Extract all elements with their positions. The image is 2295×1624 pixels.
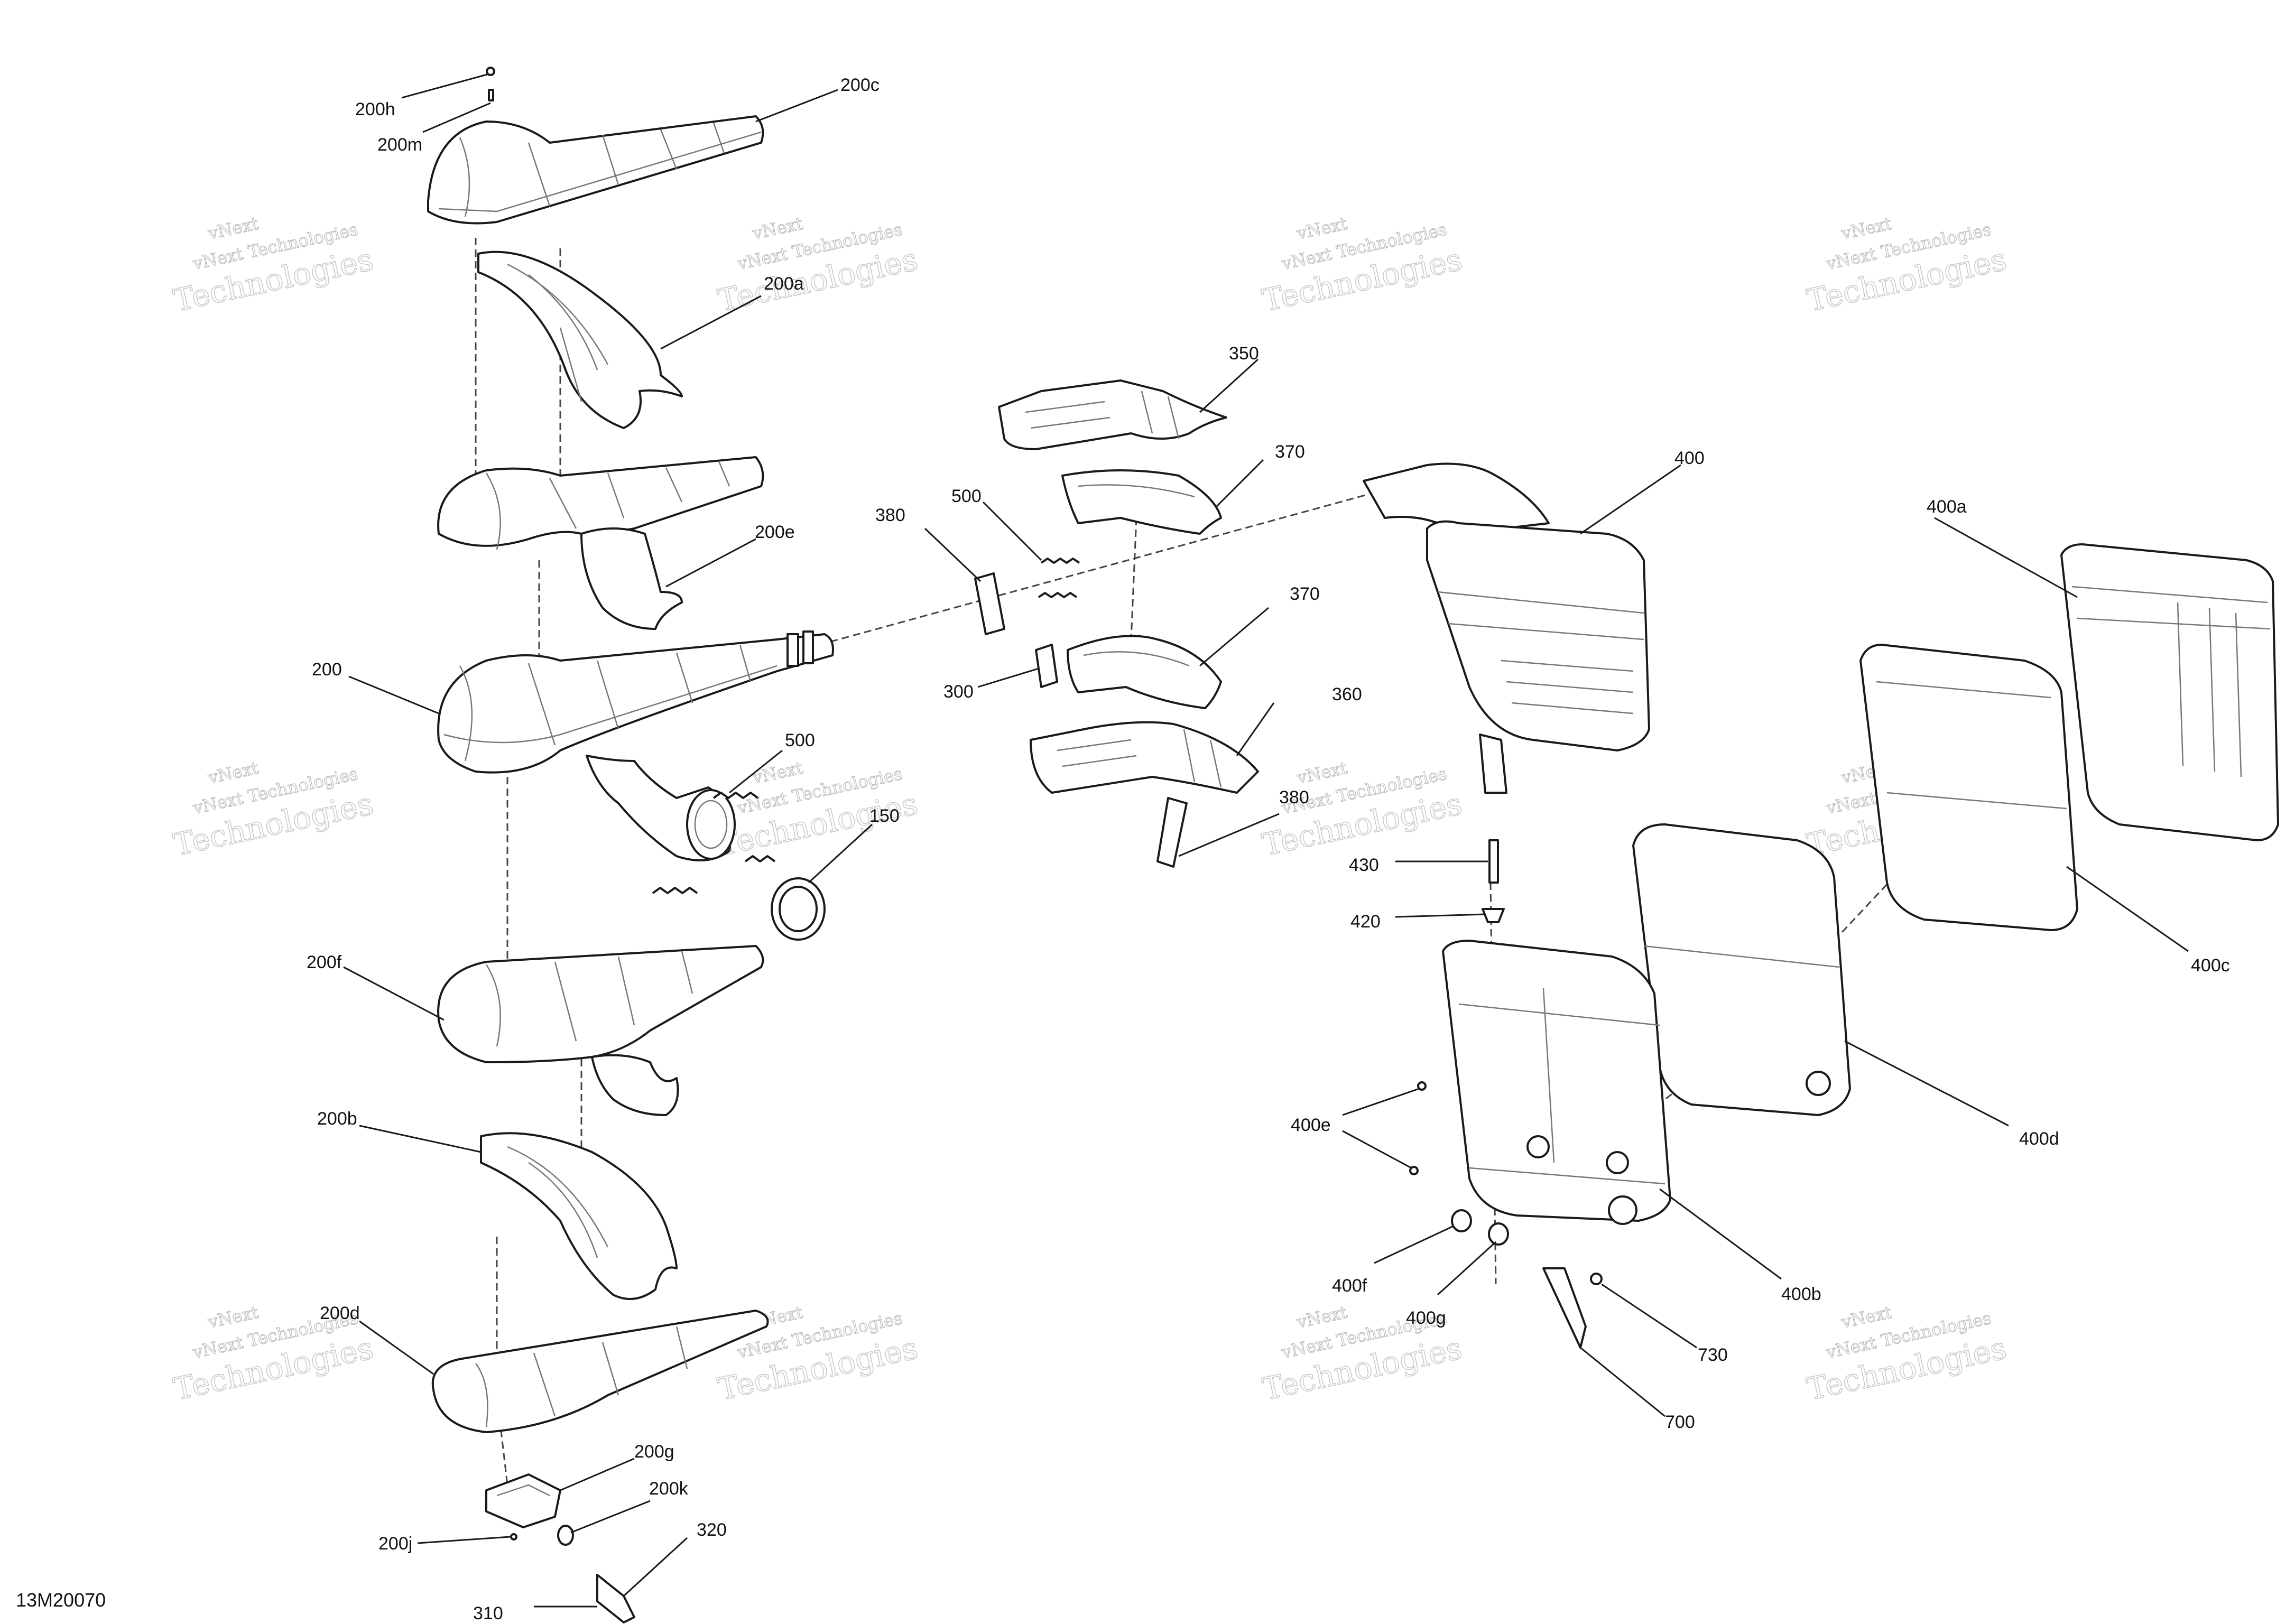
part-200a-shield-half: [477, 250, 683, 429]
leader-lines: [343, 73, 2189, 1608]
watermark: vNext vNext Technologies Technologies: [715, 757, 921, 863]
part-150-ring: [771, 877, 826, 941]
drawing-code: 13M20070: [16, 1589, 106, 1611]
callout-310: 310: [473, 1603, 503, 1623]
callout-400: 400: [1674, 448, 1705, 468]
part-400c-cover: [1859, 644, 2078, 931]
part-200c-upper-shield: [427, 67, 764, 225]
callout-200e: 200e: [755, 522, 795, 542]
callout-200c: 200c: [840, 75, 880, 95]
callout-400f: 400f: [1332, 1276, 1367, 1296]
callout-430: 430: [1349, 855, 1379, 875]
watermark-line1: vNext: [1839, 214, 1893, 244]
callout-200m: 200m: [377, 135, 422, 155]
callout-labels: 200h 200m 200c 200a 200e 200 200f 200b 2…: [307, 75, 2230, 1623]
callout-400d: 400d: [2019, 1129, 2059, 1149]
callout-200k: 200k: [649, 1479, 689, 1499]
watermark-line1: vNext: [1294, 1302, 1349, 1332]
callout-350: 350: [1229, 344, 1259, 364]
callout-380-lower: 380: [1279, 787, 1309, 808]
callout-200b: 200b: [317, 1109, 357, 1129]
part-200-tuned-pipe: [437, 630, 834, 894]
watermark: vNext vNext Technologies Technologies: [170, 757, 377, 863]
muffler-hardware: [1409, 839, 1603, 1349]
watermark-line1: vNext: [1294, 214, 1349, 244]
callout-200h: 200h: [355, 99, 395, 119]
callout-420: 420: [1350, 912, 1381, 932]
part-400a-cover: [2060, 543, 2279, 841]
callout-370-lower: 370: [1290, 584, 1320, 604]
callout-360: 360: [1332, 684, 1362, 704]
part-350-heat-guard: [998, 379, 1227, 450]
watermark: vNext vNext Technologies Technologies: [1259, 1302, 1466, 1407]
watermark-line1: vNext: [1294, 758, 1349, 788]
watermark-line1: vNext: [206, 758, 260, 788]
part-200d-bottom-shield: [431, 1310, 769, 1433]
callout-380-upper: 380: [875, 505, 905, 525]
part-370-lower: [1067, 635, 1222, 709]
watermarks: vNext vNext Technologies Technologies vN…: [170, 213, 2010, 1407]
watermark-line1: vNext: [206, 1302, 260, 1332]
watermark: vNext vNext Technologies Technologies: [1259, 213, 1466, 319]
callout-200d: 200d: [320, 1303, 360, 1323]
part-400-muffler: [1363, 462, 1650, 794]
callout-500-lower: 500: [785, 730, 815, 750]
callout-730: 730: [1698, 1345, 1728, 1365]
callout-200a: 200a: [764, 274, 804, 294]
callout-400e: 400e: [1291, 1115, 1331, 1135]
callout-500-upper: 500: [951, 486, 982, 506]
watermark-line1: vNext: [1839, 1302, 1893, 1332]
watermark: vNext vNext Technologies Technologies: [1803, 213, 2010, 319]
part-370-upper: [1061, 469, 1222, 535]
part-400d-cover: [1632, 823, 1851, 1116]
watermark: vNext vNext Technologies Technologies: [715, 213, 921, 319]
callout-400b: 400b: [1781, 1284, 1821, 1304]
watermark-line1: vNext: [750, 758, 804, 788]
watermark: vNext vNext Technologies Technologies: [715, 1302, 921, 1407]
callout-400g: 400g: [1406, 1308, 1446, 1328]
part-200b-shield-half: [480, 1132, 678, 1300]
part-200f-lower-shield: [437, 945, 764, 1116]
callout-700: 700: [1665, 1412, 1695, 1432]
part-200e-shield: [437, 456, 764, 630]
callout-200: 200: [312, 660, 342, 680]
watermark: vNext vNext Technologies Technologies: [1803, 1302, 2010, 1407]
watermark: vNext vNext Technologies Technologies: [170, 1302, 377, 1407]
watermark-line1: vNext: [750, 214, 804, 244]
part-400b-muffler-body: [1442, 940, 1671, 1225]
callout-150: 150: [869, 806, 900, 826]
callout-400c: 400c: [2191, 955, 2230, 976]
callout-370-upper: 370: [1275, 442, 1305, 462]
watermark: vNext vNext Technologies Technologies: [170, 213, 377, 319]
callout-300: 300: [943, 682, 974, 702]
watermark-line1: vNext: [206, 214, 260, 244]
part-360-heat-guard: [1030, 721, 1259, 794]
part-200g-bracket: [485, 1473, 635, 1623]
callout-320: 320: [697, 1520, 727, 1540]
callout-200g: 200g: [634, 1442, 674, 1462]
small-pads: [974, 558, 1188, 868]
callout-200j: 200j: [378, 1534, 412, 1554]
callout-400a: 400a: [1927, 497, 1967, 517]
callout-200f: 200f: [307, 952, 342, 972]
